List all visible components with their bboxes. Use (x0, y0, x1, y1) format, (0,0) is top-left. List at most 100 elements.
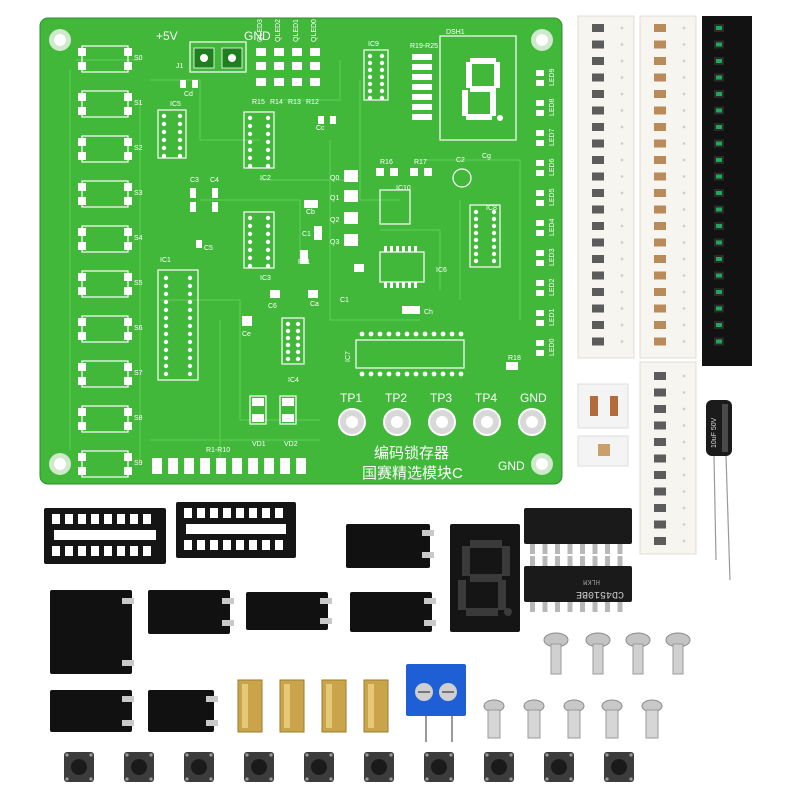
smd-capacitor (654, 321, 666, 329)
tape-hole (682, 407, 686, 411)
ic8-label: IC8 (486, 205, 497, 212)
dsh1-label: DSH1 (446, 29, 465, 36)
switch-pad (78, 242, 86, 250)
pin-hole (422, 371, 428, 377)
switch-outline (81, 360, 129, 388)
led-pad (536, 260, 544, 266)
standoff-screw-body (487, 709, 501, 739)
smd-capacitor (654, 40, 666, 49)
switch-outline (81, 225, 129, 253)
tape-hole (682, 109, 686, 112)
tact-button-pin (329, 777, 333, 781)
resistor-pad (264, 458, 274, 474)
tact-button-pin (629, 777, 633, 781)
pin-hole (163, 331, 169, 337)
tape-hole (682, 307, 686, 310)
switch-pad (78, 363, 86, 371)
brass-standoffs (237, 679, 389, 733)
capacitor-text: 10uF 50V (711, 417, 718, 448)
pin-hole (386, 371, 392, 377)
smd-led-lens (716, 306, 722, 311)
ic-leg (555, 544, 560, 554)
tape-hole (620, 290, 624, 294)
socket-hole (262, 540, 270, 550)
tact-button-cap (311, 759, 327, 775)
ic-leg (605, 556, 610, 566)
switch-outline (81, 450, 129, 478)
pin-hole (395, 371, 401, 377)
smd-resistor (592, 288, 604, 296)
pin-hole (285, 335, 291, 341)
pin-hole (163, 315, 169, 321)
brass-standoff (363, 679, 389, 733)
pin-hole (379, 95, 385, 101)
led-pad (536, 190, 544, 196)
tape-hole (682, 125, 686, 129)
pin-hole (177, 113, 183, 119)
ic-leg (567, 544, 573, 554)
switch-pad (124, 422, 132, 430)
pin-hole (247, 239, 253, 245)
ic-leg (567, 602, 573, 612)
ic5-label: IC5 (170, 101, 181, 108)
tape-hole (682, 274, 686, 277)
pin-hole (458, 331, 464, 337)
tape-hole (682, 257, 686, 261)
c2-label: C2 (456, 157, 465, 164)
electrolytic-capacitor: 10uF 50V (706, 400, 732, 581)
standoff-highlight (326, 684, 332, 728)
brass-standoff (321, 679, 347, 733)
test-point-hole (391, 416, 403, 428)
ic-leg (592, 556, 598, 566)
led-pad (536, 110, 544, 116)
tact-button-pin (65, 777, 69, 781)
cc-label: Cc (316, 125, 325, 132)
switch-pad (124, 377, 132, 385)
pin-hole (491, 237, 497, 243)
pin-hole (386, 331, 392, 337)
smd-capacitor (654, 238, 666, 247)
r18-label: R18 (508, 355, 521, 362)
pin-hole (440, 371, 446, 377)
pin-hole (473, 251, 479, 257)
ic-leg (530, 602, 535, 612)
smd-capacitor (654, 139, 666, 148)
pin-hole (247, 115, 253, 121)
socket-hole (275, 508, 283, 518)
pin-hole (413, 331, 419, 337)
socket-hole (262, 508, 270, 518)
pin-hole (265, 247, 271, 253)
switch-pad (124, 408, 132, 416)
pin-hole (247, 139, 253, 145)
brass-standoff (279, 679, 305, 733)
r15-label: R15 (252, 99, 265, 106)
ic4-label: IC4 (288, 377, 299, 384)
dip-ic-2: CD4510BE HLKM (524, 566, 632, 602)
r14-label: R14 (270, 99, 283, 106)
socket-hole (143, 514, 151, 524)
pin-hole (163, 323, 169, 329)
pin-hole (377, 331, 383, 337)
switch-outline (81, 270, 129, 298)
tape-hole (682, 208, 686, 211)
socket-hole (197, 508, 205, 518)
smd-led-lens (716, 273, 722, 278)
smd-resistor (654, 438, 666, 446)
tact-button-cap (251, 759, 267, 775)
ic-leg (530, 556, 535, 566)
ic-leg (555, 556, 560, 566)
test-point-label: TP3 (430, 391, 452, 405)
socket-hole (130, 514, 138, 524)
pin-hole (161, 153, 167, 159)
pin-hole (187, 307, 193, 313)
smd-resistor (592, 189, 604, 197)
pin-hole (473, 237, 479, 243)
tape-hole (620, 208, 624, 211)
pin-hole (473, 244, 479, 250)
test-point-label: TP1 (340, 391, 362, 405)
tape-hole (620, 323, 624, 327)
pin-hole (187, 347, 193, 353)
ic-leg (617, 602, 623, 612)
pin-hole (285, 342, 291, 348)
smd-led-lens (716, 207, 722, 212)
